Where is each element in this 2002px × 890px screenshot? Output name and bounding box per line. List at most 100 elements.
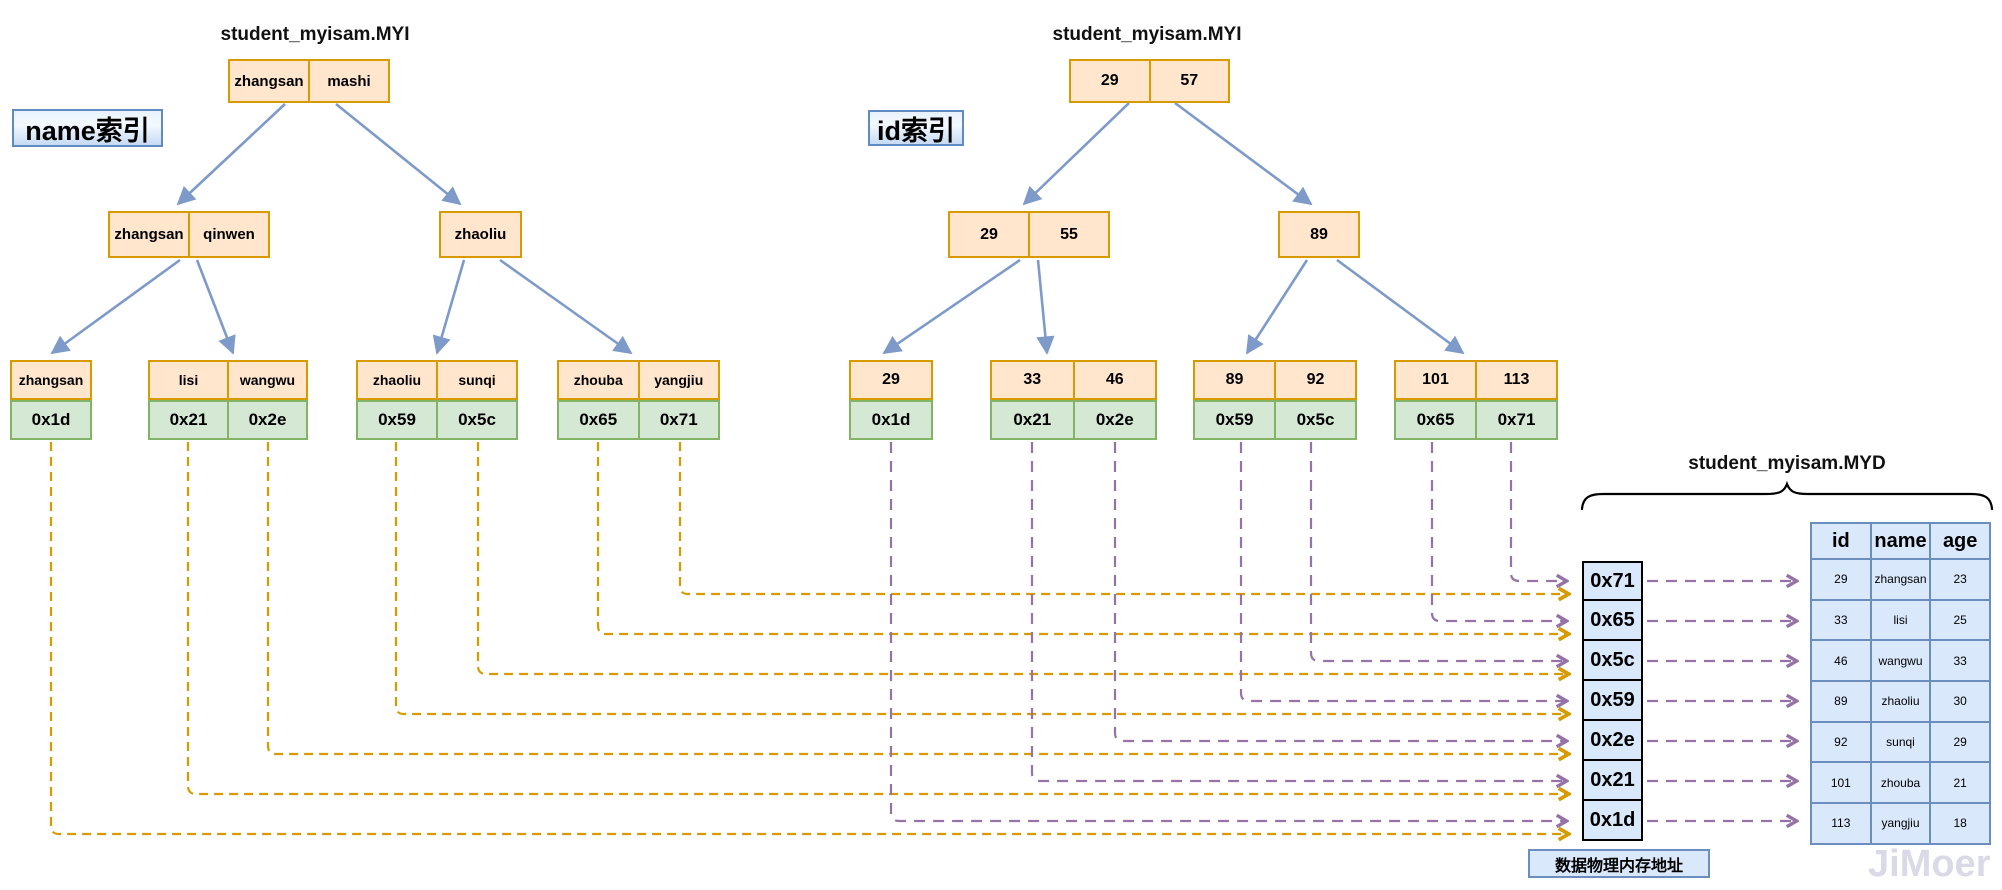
tree-key: zhangsan: [114, 226, 184, 243]
cell-age: 23: [1930, 559, 1991, 600]
tree-key: zhaoliu: [454, 226, 507, 243]
tree-key: 89: [1310, 225, 1328, 243]
table-header-row: id name age: [1811, 523, 1991, 559]
id-index-file-title: student_myisam.MYI: [1052, 24, 1242, 45]
name-branch-node: zhaoliu: [439, 211, 522, 258]
cell-id: 89: [1811, 681, 1871, 722]
address-slot: 0x71: [1582, 561, 1643, 601]
column-header: age: [1930, 523, 1991, 559]
id-branch-node: 89: [1278, 211, 1360, 258]
name-leaf-node: zhouba yangjiu 0x65 0x71: [557, 360, 720, 440]
id-root-node: 29 57: [1069, 59, 1230, 103]
leaf-address: 0x59: [378, 410, 416, 429]
leaf-key: zhouba: [573, 372, 623, 388]
leaf-address: 0x1d: [871, 410, 911, 429]
cell-age: 25: [1930, 599, 1991, 641]
leaf-key: lisi: [178, 372, 199, 388]
myd-brace: [1580, 480, 1994, 511]
table-row: 101 zhouba 21: [1811, 762, 1991, 804]
address-slot: 0x1d: [1582, 801, 1643, 841]
myd-file-title: student_myisam.MYD: [1688, 453, 1886, 474]
id-branch-node: 29 55: [948, 211, 1110, 258]
tree-key: mashi: [308, 61, 388, 101]
cell-name: sunqi: [1870, 721, 1931, 763]
watermark: JiMoer: [1868, 843, 1991, 885]
table-row: 89 zhaoliu 30: [1811, 681, 1991, 722]
cell-id: 46: [1811, 640, 1871, 682]
leaf-key: 33: [1023, 371, 1042, 388]
table-row: 46 wangwu 33: [1811, 640, 1991, 682]
leaf-address: 0x71: [1475, 402, 1556, 438]
leaf-address: 0x65: [579, 410, 618, 429]
cell-name: zhouba: [1870, 762, 1931, 804]
table-row: 113 yangjiu 18: [1811, 803, 1991, 844]
tree-key: qinwen: [188, 213, 268, 256]
id-leaf-node: 33 46 0x21 0x2e: [990, 360, 1157, 440]
leaf-key: sunqi: [436, 362, 516, 398]
leaf-key: 101: [1422, 371, 1449, 388]
leaf-key: 46: [1072, 362, 1156, 398]
cell-id: 33: [1811, 599, 1871, 641]
leaf-key: zhangsan: [18, 372, 84, 388]
leaf-key: 89: [1225, 371, 1244, 388]
cell-age: 30: [1930, 681, 1991, 722]
cell-id: 92: [1811, 721, 1871, 763]
name-leaf-node: lisi wangwu 0x21 0x2e: [148, 360, 308, 440]
id-leaf-node: 101 113 0x65 0x71: [1394, 360, 1558, 440]
name-root-node: zhangsan mashi: [228, 59, 390, 103]
address-slot: 0x5c: [1582, 641, 1643, 681]
table-row: 92 sunqi 29: [1811, 721, 1991, 763]
table-row: 33 lisi 25: [1811, 599, 1991, 641]
cell-id: 29: [1811, 559, 1871, 600]
leaf-address: 0x5c: [1274, 402, 1355, 438]
table-row: 29 zhangsan 23: [1811, 559, 1991, 600]
leaf-address: 0x71: [637, 402, 719, 438]
cell-name: zhaoliu: [1870, 681, 1931, 722]
cell-name: wangwu: [1870, 640, 1931, 682]
tree-key: zhangsan: [234, 72, 304, 90]
tree-key: 57: [1148, 61, 1229, 101]
address-slot: 0x21: [1582, 761, 1643, 801]
address-stack-label: 数据物理内存地址: [1528, 849, 1710, 878]
leaf-address: 0x2e: [1072, 402, 1156, 438]
tree-key: 29: [1100, 72, 1119, 89]
name-branch-node: zhangsan qinwen: [108, 211, 270, 258]
id-index-badge: id索引: [868, 110, 964, 146]
leaf-address: 0x1d: [31, 410, 71, 429]
address-slot: 0x65: [1582, 601, 1643, 641]
id-leaf-node: 29 0x1d: [849, 360, 933, 440]
cell-age: 33: [1930, 640, 1991, 682]
leaf-address: 0x59: [1215, 410, 1254, 429]
cell-name: zhangsan: [1870, 559, 1931, 600]
cell-age: 18: [1930, 803, 1991, 844]
cell-age: 29: [1930, 721, 1991, 763]
leaf-key: wangwu: [227, 362, 306, 398]
cell-id: 101: [1811, 762, 1871, 804]
column-header: name: [1870, 523, 1931, 559]
leaf-address: 0x65: [1416, 410, 1455, 429]
column-header: id: [1811, 523, 1871, 559]
leaf-address: 0x21: [1013, 410, 1052, 429]
leaf-address: 0x21: [169, 410, 208, 429]
data-table: id name age 29 zhangsan 23 33 lisi 25 46…: [1810, 522, 1991, 845]
tree-key: 29: [980, 225, 998, 243]
leaf-address: 0x2e: [227, 402, 306, 438]
leaf-key: 92: [1274, 362, 1355, 398]
address-slot: 0x2e: [1582, 721, 1643, 761]
address-slot: 0x59: [1582, 681, 1643, 721]
leaf-key: 29: [882, 371, 900, 388]
cell-name: yangjiu: [1870, 803, 1931, 844]
cell-name: lisi: [1870, 599, 1931, 641]
leaf-key: 113: [1475, 362, 1556, 398]
tree-key: 55: [1028, 213, 1108, 256]
cell-id: 113: [1811, 803, 1871, 844]
name-leaf-node: zhangsan 0x1d: [10, 360, 92, 440]
name-index-file-title: student_myisam.MYI: [220, 24, 410, 45]
name-leaf-node: zhaoliu sunqi 0x59 0x5c: [356, 360, 518, 440]
address-stack: 0x71 0x65 0x5c 0x59 0x2e 0x21 0x1d: [1582, 561, 1643, 841]
leaf-key: zhaoliu: [372, 372, 422, 388]
id-leaf-node: 89 92 0x59 0x5c: [1193, 360, 1357, 440]
name-index-badge: name索引: [12, 109, 163, 147]
